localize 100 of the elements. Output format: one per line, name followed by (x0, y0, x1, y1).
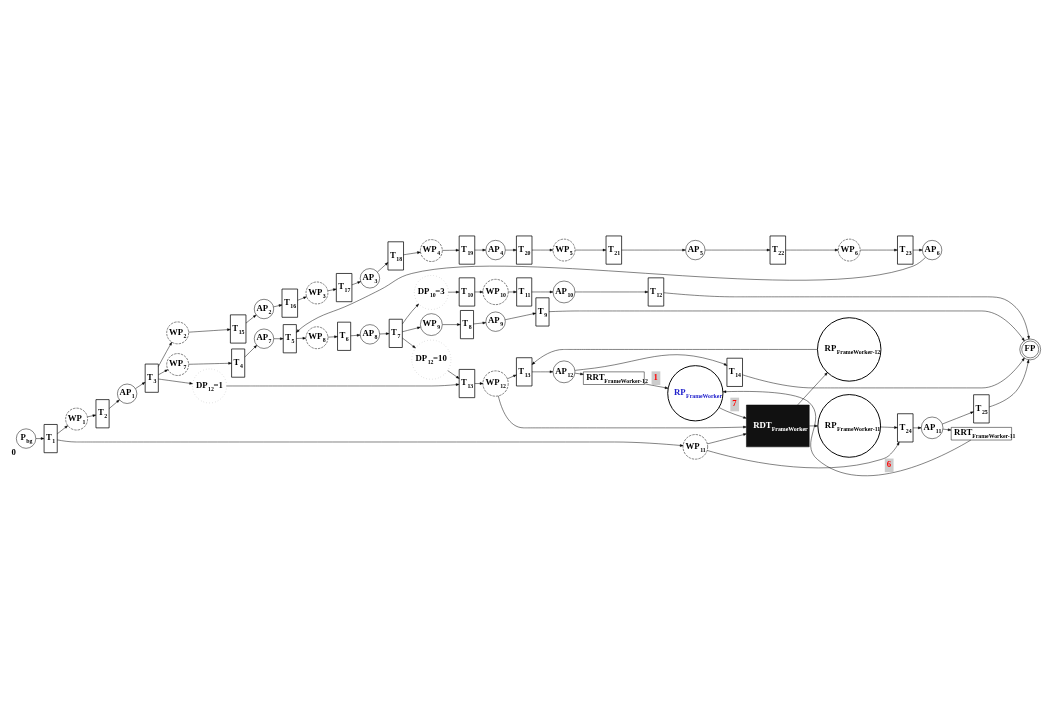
node-box: T$_{12}$ (647, 276, 665, 306)
arrow (505, 248, 517, 251)
arrow (531, 348, 818, 365)
arrow (327, 335, 338, 338)
node-box: T$_{10}$ (458, 276, 476, 306)
arrow (912, 248, 923, 251)
node-circle: AP$_{4}$ (485, 239, 506, 260)
arrow (718, 406, 747, 419)
arrow (351, 280, 361, 285)
arrow (158, 378, 193, 385)
arrow (574, 353, 728, 371)
edge-label: 1 (653, 371, 658, 382)
node-circle: RP$_{FrameWorker}$ (667, 364, 724, 421)
node-circle: WP$_{9}$ (420, 312, 443, 336)
arrow (442, 248, 460, 251)
node-circle: WP$_{11}$ (682, 433, 708, 459)
arrow (135, 381, 146, 389)
node-circle: AP$_{5}$ (685, 239, 706, 260)
node-box: T$_{21}$ (605, 235, 622, 265)
node-circle: AP$_{12}$ (552, 360, 576, 383)
node-circle: RP$_{FrameWorker-11}$ (817, 393, 882, 458)
node-circle: AP$_{11}$ (921, 416, 944, 439)
edge-label: 6 (886, 458, 892, 469)
arrow (507, 374, 517, 379)
arrow (87, 413, 97, 417)
arrow (158, 368, 169, 375)
arrow (245, 314, 257, 323)
node-box: T$_{8}$ (460, 309, 474, 339)
arrow (644, 383, 669, 389)
arrow (942, 411, 974, 424)
node-box: T$_{1}$ (43, 423, 58, 453)
arrow (912, 426, 922, 429)
arrow (574, 372, 584, 375)
node-circle: WP$_{6}$ (838, 238, 861, 261)
arrow (244, 344, 257, 357)
node-box: T$_{25}$ (973, 393, 990, 423)
node-box: T$_{11}$ (516, 276, 533, 306)
node-circle: WP$_{5}$ (552, 238, 576, 261)
arrow (57, 424, 68, 434)
node-box: T$_{3}$ (144, 363, 159, 393)
arrow (188, 327, 231, 332)
arrow (474, 290, 484, 293)
arrow (474, 381, 484, 385)
node-box: T$_{13}$ (458, 368, 476, 398)
arrow (531, 370, 554, 373)
arrow (448, 290, 460, 293)
arrow (508, 290, 517, 293)
node-label: 0 (11, 446, 16, 457)
arrow (327, 287, 337, 291)
node-circle: RP$_{FrameWorker-12}$ (817, 316, 882, 382)
arrow (442, 322, 461, 326)
node-circle: DP$_{12}$=1 (192, 368, 227, 403)
node-box: T$_{24}$ (897, 412, 914, 442)
node-box: T$_{17}$ (335, 272, 353, 302)
node-circle: WP$_{12}$ (482, 370, 509, 396)
node-circle: AP$_{9}$ (485, 311, 506, 332)
arrow (574, 290, 649, 293)
arrow (942, 428, 952, 431)
arrow (402, 337, 416, 348)
arrow (574, 248, 607, 251)
node-box: T$_{20}$ (516, 235, 533, 265)
arrow (296, 256, 926, 333)
node-box: T$_{2}$ (95, 398, 110, 428)
arrow (809, 424, 818, 427)
node-box: RDT$_{FrameWorker}$ (746, 404, 810, 447)
arrow (742, 357, 1025, 388)
arrow (722, 389, 972, 476)
arrow (402, 326, 421, 332)
arrow (402, 303, 419, 324)
node-box: T$_{7}$ (388, 318, 403, 348)
arrow (403, 250, 421, 255)
node-box: T$_{18}$ (387, 240, 404, 270)
arrow (548, 310, 1025, 341)
node-box: T$_{22}$ (769, 235, 786, 265)
arrow (707, 432, 747, 444)
node-circle: WP$_{8}$ (305, 326, 329, 349)
arrow (474, 248, 486, 251)
arrow (706, 441, 900, 468)
arrow (989, 359, 1030, 407)
arrow (797, 371, 828, 405)
arrow (860, 248, 898, 251)
arrow (531, 248, 554, 251)
node-box: T$_{23}$ (897, 235, 914, 265)
arrow (57, 439, 684, 447)
node-circle: AP$_{10}$ (552, 280, 576, 303)
arrow (704, 248, 771, 251)
arrow (188, 361, 232, 365)
arrow (379, 331, 390, 335)
arrow (447, 369, 460, 379)
node-box: T$_{9}$ (535, 296, 550, 326)
arrow (109, 399, 120, 409)
node-circle: AP$_{8}$ (359, 323, 380, 344)
node-box: T$_{14}$ (726, 357, 743, 387)
node-circle: WP$_{10}$ (482, 278, 509, 305)
arrow (35, 436, 45, 440)
arrow (504, 312, 537, 320)
arrow (273, 336, 284, 340)
arrow (377, 261, 389, 272)
arrow (158, 341, 172, 367)
node-box: T$_{19}$ (458, 235, 476, 265)
